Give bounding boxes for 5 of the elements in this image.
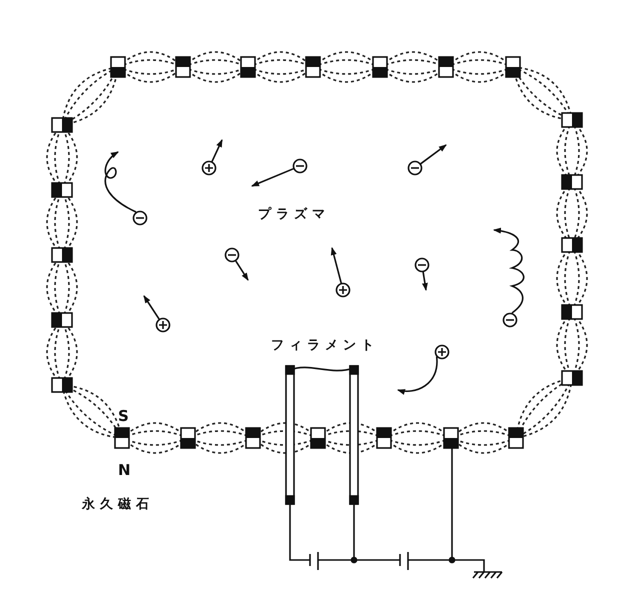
magnet-label: 永久磁石 (82, 497, 154, 513)
filament-label: フィラメント (271, 338, 379, 354)
plasma-label: プラズマ (258, 207, 330, 223)
pole-label: S (118, 408, 129, 424)
pole-label: N (118, 462, 131, 478)
